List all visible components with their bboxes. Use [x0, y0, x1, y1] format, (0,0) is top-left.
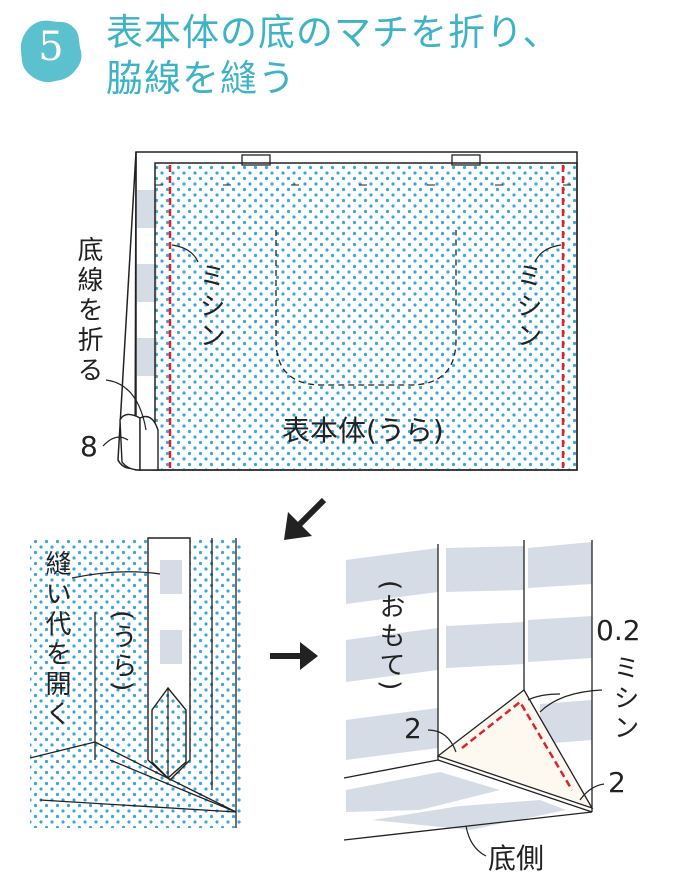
page-title: 表本体の底のマチを折り、 脇線を縫う — [106, 10, 561, 102]
label-bottom-side: 底側 — [488, 842, 544, 875]
front-stripes — [346, 542, 592, 830]
title-line-2: 脇線を縫う — [106, 57, 296, 100]
label-body-back: 表本体(うら) — [282, 414, 444, 447]
label-machine-left: ミシン — [195, 262, 225, 352]
pocket-outline — [275, 230, 457, 386]
stitch-gusset — [461, 700, 574, 791]
title-line-1: 表本体の底のマチを折り、 — [106, 11, 561, 54]
step-number: 5 — [38, 24, 64, 70]
label-front-side: (おもて) — [375, 580, 405, 693]
bottom-gusset — [119, 413, 141, 471]
label-stitch-02: 0.2 — [596, 614, 641, 647]
label-allowance-8: 8 — [80, 430, 98, 463]
label-num-2-left: 2 — [404, 712, 422, 745]
gusset-front-figure — [343, 540, 605, 857]
arrow-right-icon — [270, 642, 318, 670]
step-badge: 5 — [18, 18, 84, 84]
label-machine-3: ミシン — [609, 654, 639, 744]
open-seam-fabric — [30, 538, 242, 828]
open-seam-figure — [29, 537, 242, 828]
bag-body-figure — [102, 151, 578, 471]
label-back-side: (うら) — [107, 610, 137, 694]
label-num-2-right: 2 — [608, 766, 626, 799]
label-machine-right: ミシン — [512, 262, 542, 352]
label-bottom-fold: 底線を折る — [73, 236, 103, 386]
label-open-seam: 縫い代を開く — [41, 550, 71, 730]
arrow-down-left-icon — [284, 497, 327, 540]
bag-body — [154, 162, 578, 471]
step-badge-shape — [20, 20, 82, 83]
back-stripes — [137, 190, 157, 376]
